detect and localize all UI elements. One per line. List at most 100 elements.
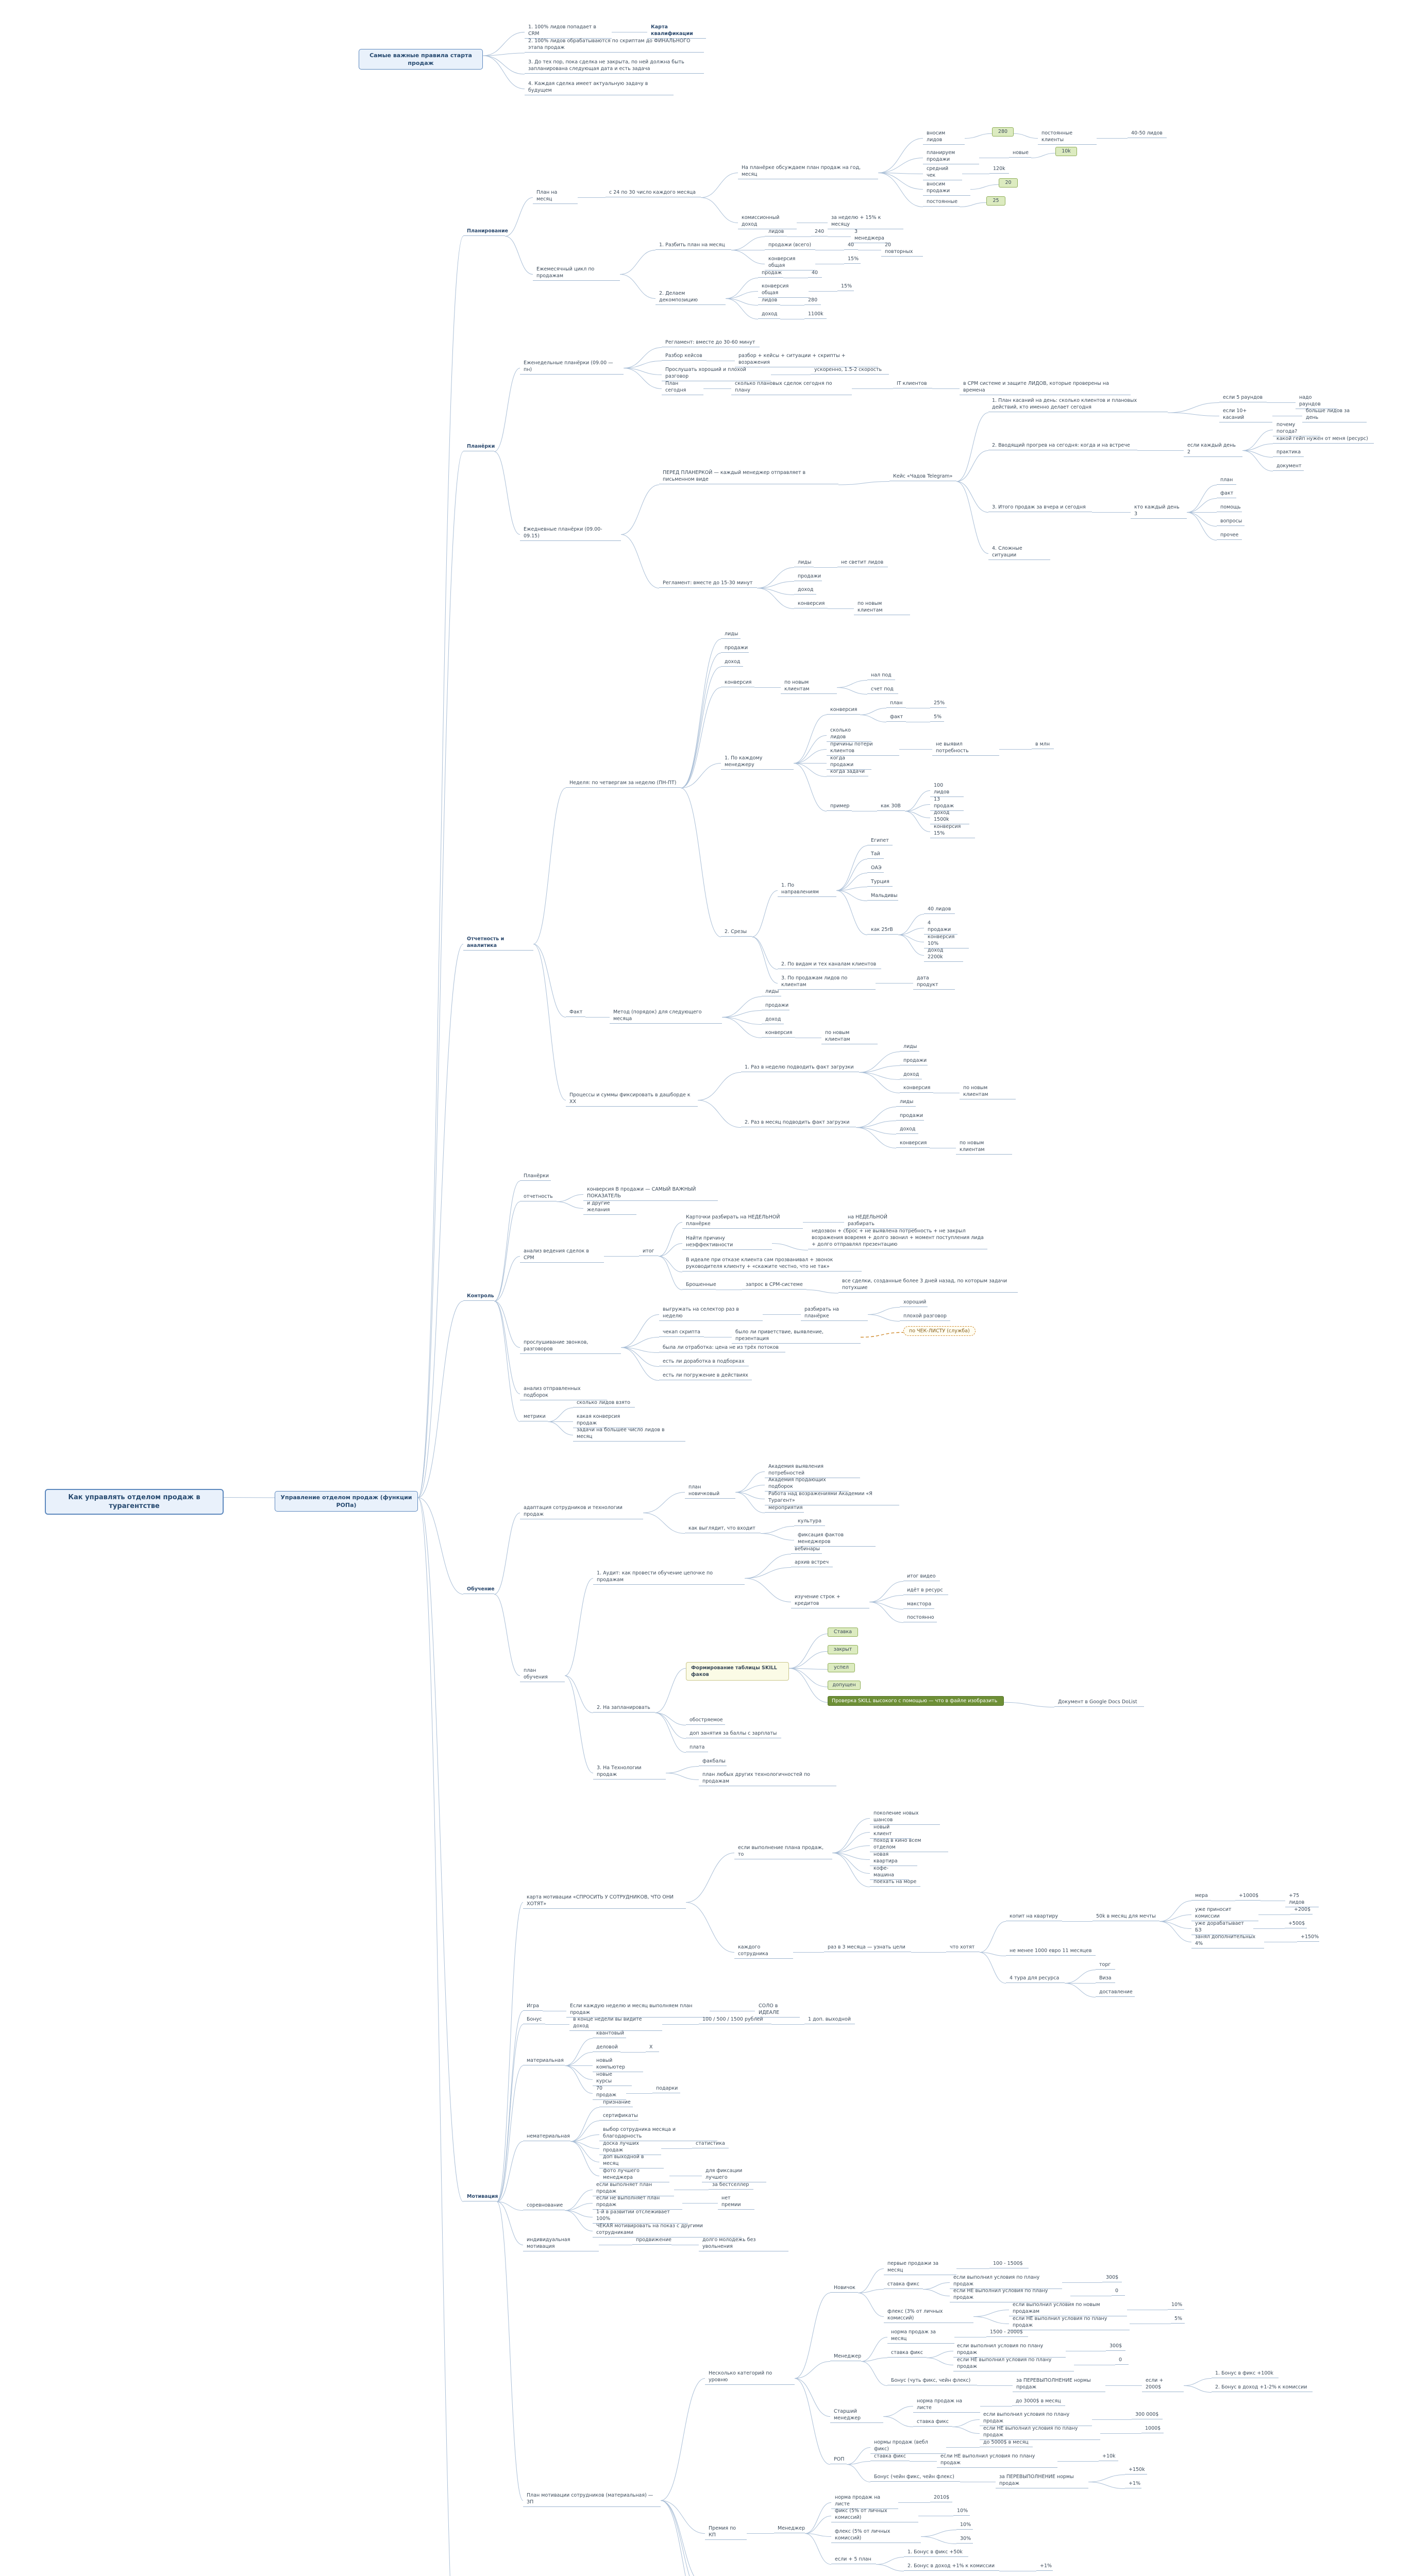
map-node[interactable]: Менеджер — [830, 2352, 861, 2361]
map-node[interactable]: план новичковый — [685, 1483, 735, 1499]
map-node[interactable]: комиссионный доход — [738, 214, 797, 229]
map-node[interactable]: запрос в СРМ-системе — [742, 1281, 806, 1290]
map-node[interactable]: если выполнил условия по новым продажам — [1009, 2301, 1127, 2316]
map-node[interactable]: Карточки разбирать на НЕДЕЛЬНОЙ планёрке — [682, 1213, 803, 1229]
map-node[interactable]: ставка фикс — [887, 2349, 927, 2358]
value-chip[interactable]: успел — [828, 1663, 855, 1672]
map-node[interactable]: до 3000$ в месяц — [1012, 2397, 1065, 2406]
map-node[interactable]: обостряемое — [686, 1716, 725, 1725]
map-node[interactable]: какая конверсия продаж — [573, 1413, 643, 1428]
branch-topic[interactable]: Отчетность и аналитика — [463, 935, 533, 951]
map-node[interactable]: есть ли доработка в подборках — [659, 1358, 749, 1366]
map-node[interactable]: нал под — [867, 671, 895, 680]
map-node[interactable]: разбор + кейсы + ситуации + скрипты + во… — [735, 352, 878, 367]
map-node[interactable]: доход — [794, 586, 816, 595]
map-node[interactable]: 30% — [956, 2535, 973, 2544]
map-node[interactable]: вносим лидов — [923, 129, 965, 145]
map-node[interactable]: Разбор кейсов — [662, 352, 707, 361]
map-node[interactable]: выгружать на селектор раз в неделю — [659, 1306, 763, 1321]
map-node[interactable]: Брошенные — [682, 1281, 716, 1290]
map-node[interactable]: 1500 - 2000$ — [986, 2328, 1028, 2337]
map-node[interactable]: Премия по КП — [705, 2524, 747, 2540]
map-node[interactable]: за ПЕРЕВЫПОЛНЕНИЕ нормы продаж — [1013, 2377, 1105, 2392]
map-node[interactable]: план обучения — [520, 1667, 565, 1682]
map-node[interactable]: план любых других технологичностей по пр… — [699, 1771, 836, 1786]
map-node[interactable]: 2. Бонус в доход +1% к комиссии — [904, 2562, 999, 2571]
map-node[interactable]: 100 / 500 / 1500 рублей — [699, 2015, 771, 2024]
map-node[interactable]: нормы продаж (вебл фикс) — [870, 2438, 946, 2454]
map-node[interactable]: 70 продаж — [593, 2084, 626, 2100]
map-node[interactable]: за неделю + 15% к месяцу — [828, 214, 903, 229]
map-node[interactable]: все сделки, созданные более 3 дней назад… — [838, 1277, 1018, 1293]
map-node[interactable]: лиды — [721, 630, 741, 639]
map-node[interactable]: ЧЕКАЯ мотивировать на показ с другими со… — [593, 2222, 742, 2238]
map-node[interactable]: продажи (всего) — [765, 241, 815, 250]
map-node[interactable]: поколение новых шансов — [870, 1809, 940, 1825]
map-node[interactable]: макстора — [903, 1600, 934, 1609]
map-node[interactable]: флекс (3% от личных комиссий) — [884, 2308, 973, 2323]
map-node[interactable]: 3. До тех пор, пока сделка не закрыта, п… — [525, 58, 704, 74]
map-node[interactable]: нет премии — [718, 2194, 754, 2210]
map-node[interactable]: флекс (5% от личных комиссий) — [831, 2528, 921, 2543]
map-node[interactable]: 1. Аудит: как провести обучение цепочке … — [593, 1569, 745, 1585]
map-node[interactable]: если не выполняет план продаж — [593, 2194, 682, 2210]
map-node[interactable]: метрики — [520, 1413, 548, 1421]
map-node[interactable]: 0 — [1112, 2287, 1125, 2296]
map-node[interactable]: изучение строк + кредитов — [791, 1593, 869, 1608]
map-node[interactable]: РОП — [830, 2455, 847, 2464]
map-node[interactable]: +150% — [1297, 1933, 1319, 1942]
map-node[interactable]: Планёрки — [520, 1172, 551, 1181]
map-node[interactable]: 300 000$ — [1132, 2411, 1163, 2419]
map-node[interactable]: кофе-машина — [870, 1865, 909, 1880]
map-node[interactable]: сколько лидов взято — [573, 1399, 635, 1408]
map-node[interactable]: если НЕ выполнил условия по плану продаж — [937, 2452, 1057, 2468]
map-node[interactable]: разбирать на планёрке — [801, 1306, 868, 1321]
value-chip[interactable]: 25 — [986, 196, 1005, 206]
map-node[interactable]: новая квартира — [870, 1851, 917, 1866]
map-node[interactable]: постоянные клиенты — [1038, 129, 1097, 145]
map-node[interactable]: анализ отправленных подборок — [520, 1385, 607, 1400]
map-node[interactable]: 2. Срезы — [721, 928, 752, 937]
map-node[interactable]: анализ ведения сделок в СРМ — [520, 1247, 604, 1263]
map-node[interactable]: подарки — [652, 2084, 680, 2093]
map-node[interactable]: помощь — [1217, 503, 1242, 512]
map-node[interactable]: 2. Вводящий прогрев на сегодня: когда и … — [988, 442, 1137, 450]
map-node[interactable]: Турция — [867, 878, 893, 887]
map-node[interactable]: Прослушать хороший и плохой разговор — [662, 366, 771, 381]
map-node[interactable]: лидов — [765, 228, 787, 236]
map-node[interactable]: практика — [1273, 448, 1304, 457]
branch-topic[interactable]: Планёрки — [463, 443, 495, 451]
map-node[interactable]: Ежемесячный цикл по продажам — [533, 265, 620, 281]
map-node[interactable]: факт — [886, 713, 906, 722]
map-node[interactable]: 300$ — [1102, 2274, 1122, 2282]
map-node[interactable]: Тай — [867, 850, 884, 859]
map-node[interactable]: 5% — [930, 713, 944, 722]
map-node[interactable]: 100 лидов — [930, 782, 964, 797]
map-node[interactable]: 2. Делаем декомпозицию — [655, 290, 726, 305]
map-node[interactable]: почему погода? — [1273, 421, 1320, 436]
map-node[interactable]: культура — [794, 1517, 825, 1526]
map-node[interactable]: План мотивации сотрудников (материальная… — [523, 2492, 661, 2507]
map-node[interactable]: выбор сотрудника месяца и благодарность — [599, 2126, 717, 2141]
map-node[interactable]: Кейс «Чадов Telegram» — [889, 472, 956, 481]
value-chip[interactable]: 20 — [999, 178, 1018, 188]
map-node[interactable]: как 25rB — [867, 926, 898, 935]
map-node[interactable]: что хотят — [946, 1943, 980, 1952]
map-node[interactable]: Метод (порядок) для следующего месяца — [610, 1008, 722, 1024]
map-node[interactable]: признание — [599, 2098, 633, 2107]
map-node[interactable]: 50k в месяц для мечты — [1092, 1912, 1159, 1921]
map-node[interactable]: 240 — [811, 228, 828, 236]
map-node[interactable]: 2. 100% лидов обрабатываются по скриптам… — [525, 37, 704, 53]
map-node[interactable]: мероприятия — [765, 1504, 804, 1513]
map-node[interactable]: Процессы и суммы фиксировать в дашборде … — [566, 1091, 698, 1107]
map-node[interactable]: чекап скрипта — [659, 1328, 704, 1337]
map-node[interactable]: если каждый день 2 — [1184, 442, 1242, 457]
map-node[interactable]: ставка фикс — [913, 2418, 952, 2427]
map-node[interactable]: счет под — [867, 685, 898, 694]
map-node[interactable]: долго молодежь без увольнения — [699, 2236, 788, 2251]
map-node[interactable]: конверсия 15% — [930, 823, 975, 838]
map-node[interactable]: продажи — [794, 572, 822, 581]
map-node[interactable]: индивидуальная мотивация — [523, 2236, 599, 2251]
value-chip[interactable]: 10k — [1055, 147, 1077, 156]
map-node[interactable]: вопросы — [1217, 517, 1245, 526]
